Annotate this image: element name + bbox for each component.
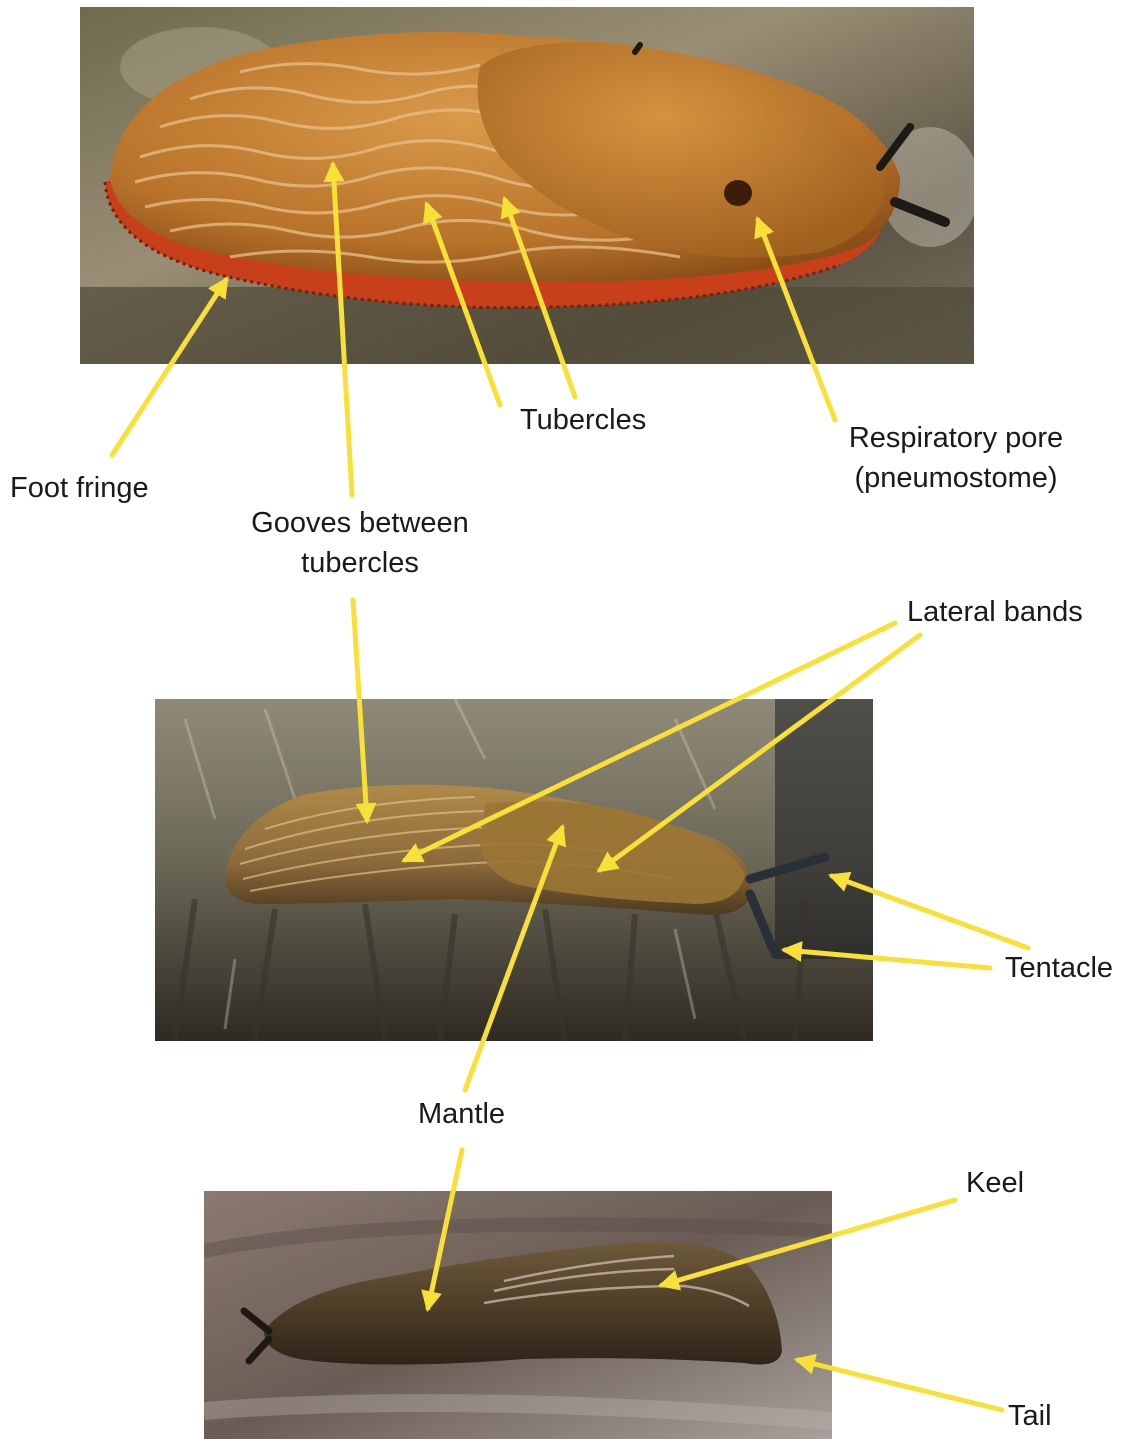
- label-keel: Keel: [966, 1163, 1024, 1203]
- label-tail: Tail: [1008, 1396, 1052, 1436]
- label-lateral-bands: Lateral bands: [907, 592, 1083, 632]
- dark-keeled-slug-photo: [204, 1191, 832, 1439]
- label-respiratory-pore-line1: Respiratory pore: [826, 418, 1086, 458]
- label-grooves: Gooves between tubercles: [225, 503, 495, 583]
- label-grooves-line1: Gooves between: [225, 503, 495, 543]
- banded-slug-photo: [155, 699, 873, 1041]
- orange-slug-photo: [80, 7, 974, 364]
- label-tubercles: Tubercles: [520, 400, 646, 440]
- label-respiratory-pore-line2: (pneumostome): [826, 458, 1086, 498]
- label-foot-fringe: Foot fringe: [10, 468, 149, 508]
- label-grooves-line2: tubercles: [225, 543, 495, 583]
- label-respiratory-pore: Respiratory pore (pneumostome): [826, 418, 1086, 498]
- label-mantle: Mantle: [418, 1094, 505, 1134]
- label-tentacle: Tentacle: [1005, 948, 1113, 988]
